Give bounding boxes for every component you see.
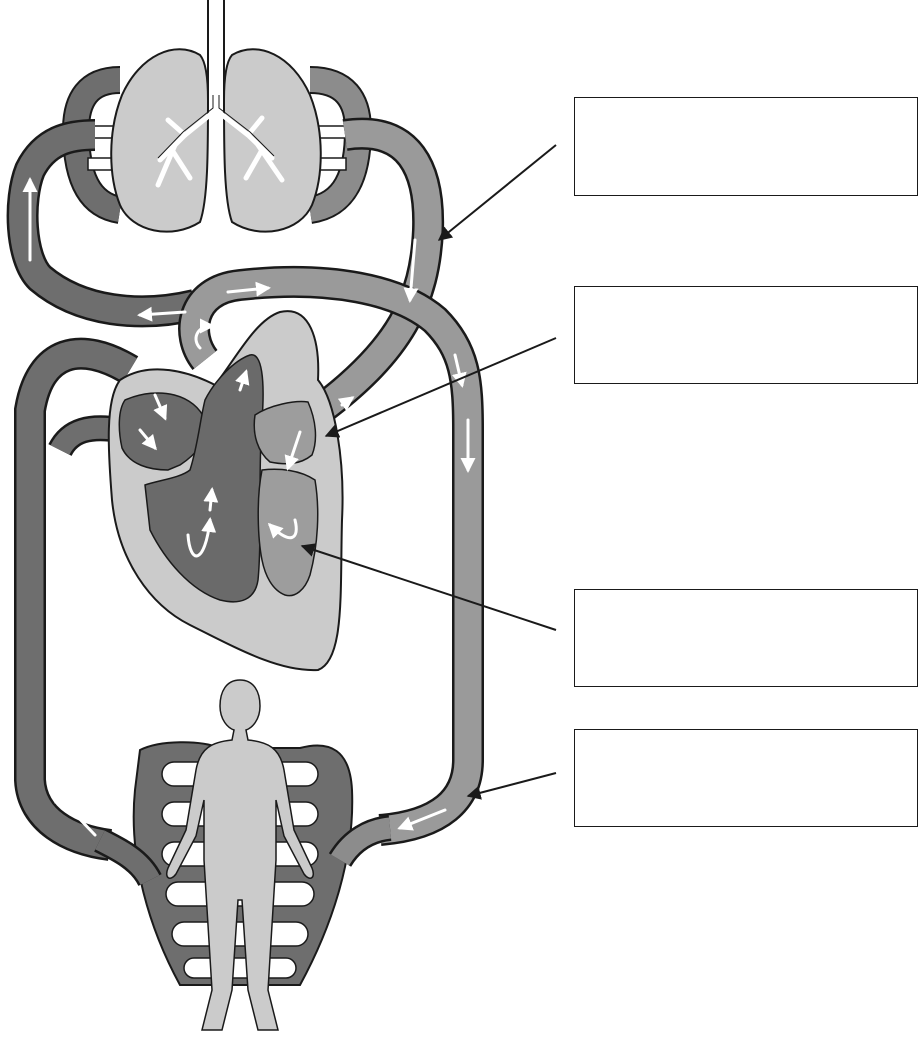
lungs-icon [111, 49, 321, 231]
label-box-2[interactable] [574, 286, 918, 384]
label-box-2-text [575, 287, 917, 303]
label-box-3[interactable] [574, 589, 918, 687]
label-box-1-text [575, 98, 917, 114]
label-box-1[interactable] [574, 97, 918, 196]
heart-icon [109, 311, 343, 670]
label-box-4-text [575, 730, 917, 746]
label-box-3-text [575, 590, 917, 606]
pointer-arrow-1 [439, 145, 556, 240]
trachea [208, 0, 224, 100]
label-box-4[interactable] [574, 729, 918, 827]
